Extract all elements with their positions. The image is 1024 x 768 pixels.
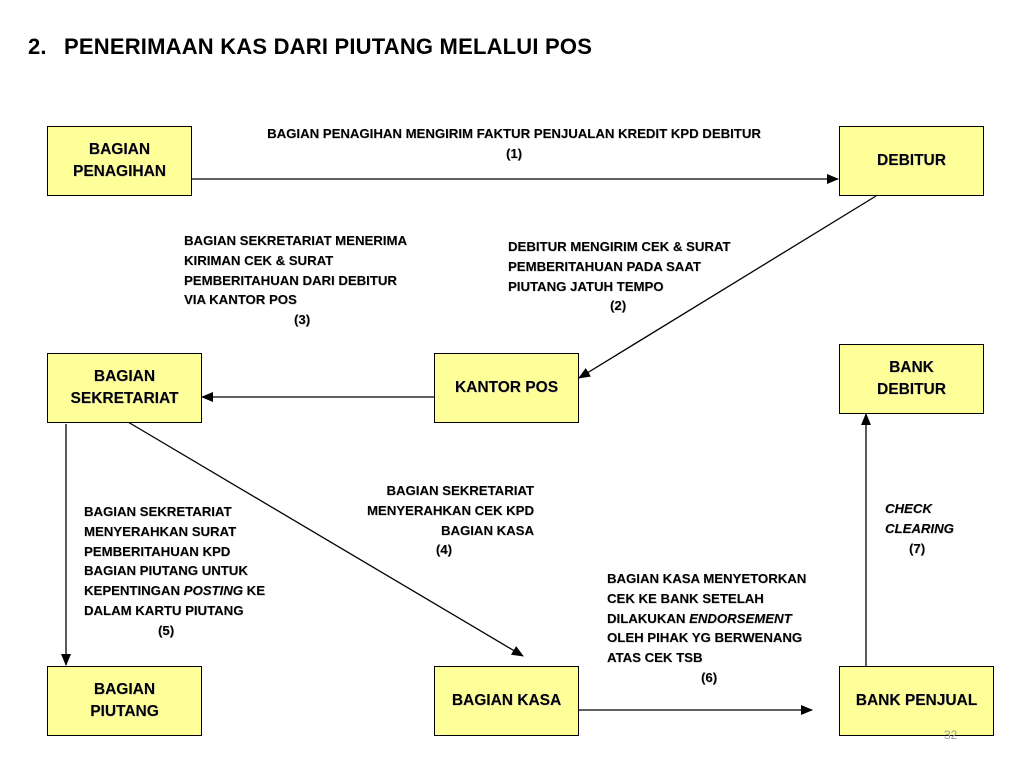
label-line: BAGIAN PENAGIHAN MENGIRIM FAKTUR PENJUAL… [267,126,761,141]
label-line: CLEARING [885,520,954,536]
box-bank-debitur: BANK DEBITUR [839,344,984,414]
label-step-1: BAGIAN PENAGIHAN MENGIRIM FAKTUR PENJUAL… [240,124,788,164]
title-number: 2. [28,34,47,59]
box-bagian-piutang: BAGIAN PIUTANG [47,666,202,736]
label-text: KE [243,583,265,599]
box-debitur: DEBITUR [839,126,984,196]
step-number: (1) [505,145,523,161]
label-line: BAGIAN KASA MENYETORKAN [607,571,807,586]
box-label: DEBITUR [877,151,946,169]
label-line: MENYERAHKAN SURAT [84,523,237,539]
label-emphasis: ENDORSEMENT [689,610,792,626]
step-number: (3) [294,312,311,328]
box-bagian-kasa: BAGIAN KASA [434,666,579,736]
label-line: MENYERAHKAN CEK KPD [366,502,534,518]
label-line: PEMBERITAHUAN PADA SAAT [508,258,701,274]
label-line: CHECK [885,501,932,516]
label-line: BAGIAN KASA [440,522,534,538]
label-step-6: BAGIAN KASA MENYETORKAN CEK KE BANK SETE… [607,569,806,688]
label-line: PEMBERITAHUAN KPD [84,543,231,559]
step-number: (6) [701,669,718,685]
step-number: (7) [909,540,926,556]
box-label: KANTOR POS [454,378,559,396]
title-text: PENERIMAAN KAS DARI PIUTANG MELALUI POS [64,34,593,59]
box-label: BANK PENJUAL [855,691,978,709]
label-line: BAGIAN SEKRETARIAT [386,483,534,498]
page-title: 2. PENERIMAAN KAS DARI PIUTANG MELALUI PO… [28,34,592,60]
label-line: BAGIAN SEKRETARIAT MENERIMA [184,233,407,248]
label-line: OLEH PIHAK YG BERWENANG [607,630,803,646]
label-emphasis: POSTING [183,583,244,599]
label-line: KIRIMAN CEK & SURAT [184,252,334,268]
label-line: DALAM KARTU PIUTANG [84,602,244,618]
label-step-3: BAGIAN SEKRETARIAT MENERIMA KIRIMAN CEK … [184,231,407,330]
label-line: BAGIAN SEKRETARIAT [84,504,232,519]
arrow-sekretariat-to-kasa [127,421,524,657]
box-label: BAGIAN PENAGIHAN [72,140,166,180]
label-line: VIA KANTOR POS [184,292,297,308]
step-number: (4) [435,542,452,558]
label-step-2: DEBITUR MENGIRIM CEK & SURAT PEMBERITAHU… [508,237,730,316]
box-label: BAGIAN PIUTANG [90,680,159,720]
box-bagian-penagihan: BAGIAN PENAGIHAN [47,126,192,196]
step-number: (2) [610,298,627,314]
label-line: DEBITUR MENGIRIM CEK & SURAT [508,239,731,254]
step-number: (5) [158,622,175,638]
label-line: KEPENTINGAN POSTING KE [84,581,265,601]
box-label: BANK DEBITUR [877,358,946,398]
box-bagian-sekretariat: BAGIAN SEKRETARIAT [47,353,202,423]
label-line: PEMBERITAHUAN DARI DEBITUR [184,272,397,288]
label-text: KEPENTINGAN [84,583,184,599]
box-label: BAGIAN KASA [451,691,562,709]
label-step-7: CHECK CLEARING (7) [885,499,954,558]
label-line: PIUTANG JATUH TEMPO [508,278,664,294]
label-text: DILAKUKAN [607,610,690,626]
box-bank-penjual: BANK PENJUAL [839,666,994,736]
box-kantor-pos: KANTOR POS [434,353,579,423]
label-line: BAGIAN PIUTANG UNTUK [84,563,248,579]
label-line: DILAKUKAN ENDORSEMENT [607,609,806,629]
label-step-5: BAGIAN SEKRETARIAT MENYERAHKAN SURAT PEM… [84,502,265,641]
label-line: ATAS CEK TSB [607,650,703,666]
label-step-4: BAGIAN SEKRETARIAT MENYERAHKAN CEK KPD B… [344,481,534,560]
arrow-debitur-to-kantor-pos [578,195,877,379]
page-number: 32 [944,728,958,742]
box-label: BAGIAN SEKRETARIAT [70,367,179,407]
label-line: CEK KE BANK SETELAH [607,590,764,606]
